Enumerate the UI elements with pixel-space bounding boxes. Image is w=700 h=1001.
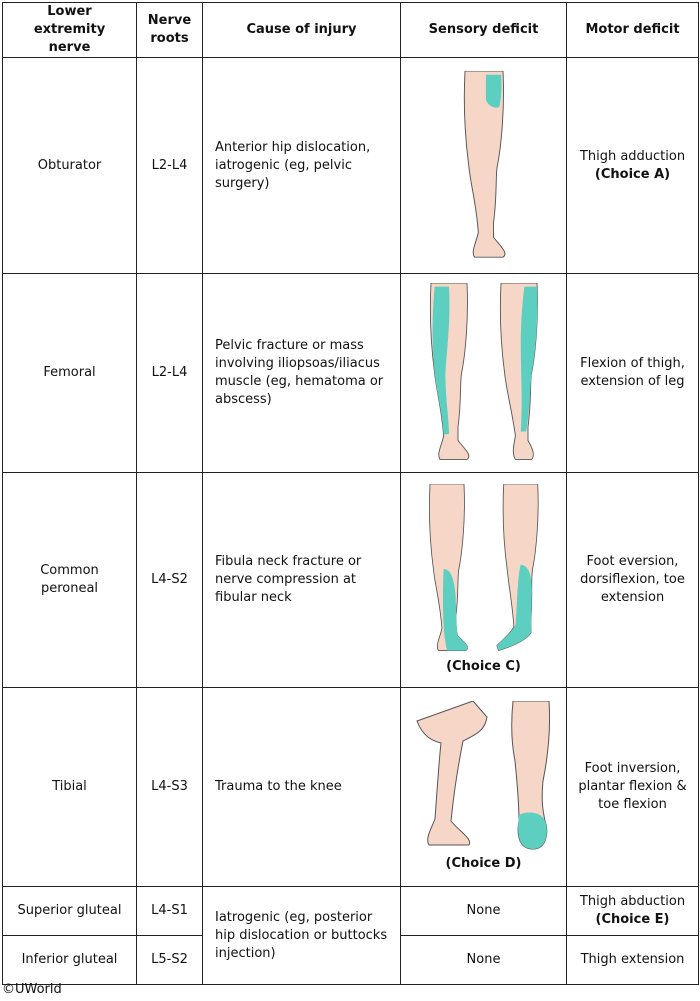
leg-back-illustration xyxy=(499,283,538,460)
motor-deficit: Thigh abduction (Choice E) xyxy=(566,886,699,936)
leg-medial-thigh-illustration xyxy=(463,70,505,258)
nerve-name: Obturator xyxy=(2,57,137,274)
nerve-roots: L4-S2 xyxy=(136,472,203,688)
nerve-roots: L4-S3 xyxy=(136,687,203,887)
table-row: Tibial L4-S3 Trauma to the knee (Choice … xyxy=(2,687,699,887)
table-row: Common peroneal L4-S2 Fibula neck fractu… xyxy=(2,472,699,688)
nerve-name: Superior gluteal xyxy=(2,886,137,936)
sensory-deficit: None xyxy=(400,935,567,985)
motor-deficit: Thigh adduction (Choice A) xyxy=(566,57,699,274)
header-cause: Cause of injury xyxy=(202,2,401,58)
header-nerve: Lower extremity nerve xyxy=(2,2,137,58)
cause: Trauma to the knee xyxy=(202,687,401,887)
header-roots: Nerve roots xyxy=(136,2,203,58)
nerve-name: Tibial xyxy=(2,687,137,887)
motor-text: Thigh abduction xyxy=(579,894,686,909)
leg-lateral-illustration xyxy=(428,484,468,652)
leg-front-illustration xyxy=(429,283,469,460)
sensory-deficit: None xyxy=(400,886,567,936)
nerve-roots: L2-L4 xyxy=(136,57,203,274)
sensory-choice: (Choice D) xyxy=(445,856,522,871)
sensory-choice: (Choice C) xyxy=(446,659,521,674)
nerve-name: Femoral xyxy=(2,273,137,473)
table-row: Superior gluteal L4-S1 Iatrogenic (eg, p… xyxy=(2,886,699,985)
header-sensory: Sensory deficit xyxy=(400,2,567,58)
nerve-roots: L4-S1 xyxy=(136,886,203,936)
motor-deficit: Foot inversion, plantar flexion & toe fl… xyxy=(566,687,699,887)
copyright: ©UWorld xyxy=(2,982,62,997)
nerve-name: Inferior gluteal xyxy=(2,935,137,985)
leg-sole-illustration xyxy=(510,701,550,850)
leg-anterolateral-illustration xyxy=(495,484,539,652)
sensory-deficit: (Choice C) xyxy=(400,472,567,688)
sensory-deficit xyxy=(400,57,567,274)
header-motor: Motor deficit xyxy=(566,2,699,58)
table-row: Femoral L2-L4 Pelvic fracture or mass in… xyxy=(2,273,699,473)
motor-deficit: Flexion of thigh, extension of leg xyxy=(566,273,699,473)
nerve-roots: L5-S2 xyxy=(136,935,203,985)
header-row: Lower extremity nerve Nerve roots Cause … xyxy=(2,2,699,58)
cause: Fibula neck fracture or nerve compressio… xyxy=(202,472,401,688)
motor-choice: (Choice A) xyxy=(594,166,671,182)
nerve-roots: L2-L4 xyxy=(136,273,203,473)
table-row: Obturator L2-L4 Anterior hip dislocation… xyxy=(2,57,699,274)
motor-deficit: Foot eversion, dorsiflexion, toe extensi… xyxy=(566,472,699,688)
bent-leg-illustration xyxy=(415,701,488,846)
motor-text: Thigh adduction xyxy=(579,148,686,164)
cause: Anterior hip dislocation, iatrogenic (eg… xyxy=(202,57,401,274)
motor-deficit: Thigh extension xyxy=(566,935,699,985)
cause: Iatrogenic (eg, posterior hip dislocatio… xyxy=(202,886,401,985)
sensory-deficit xyxy=(400,273,567,473)
motor-choice: (Choice E) xyxy=(595,912,670,927)
sensory-deficit: (Choice D) xyxy=(400,687,567,887)
table-row: Inferior gluteal L5-S2 None Thigh extens… xyxy=(2,935,699,985)
cause: Pelvic fracture or mass involving iliops… xyxy=(202,273,401,473)
nerve-name: Common peroneal xyxy=(2,472,137,688)
nerve-table: Lower extremity nerve Nerve roots Cause … xyxy=(2,2,699,985)
